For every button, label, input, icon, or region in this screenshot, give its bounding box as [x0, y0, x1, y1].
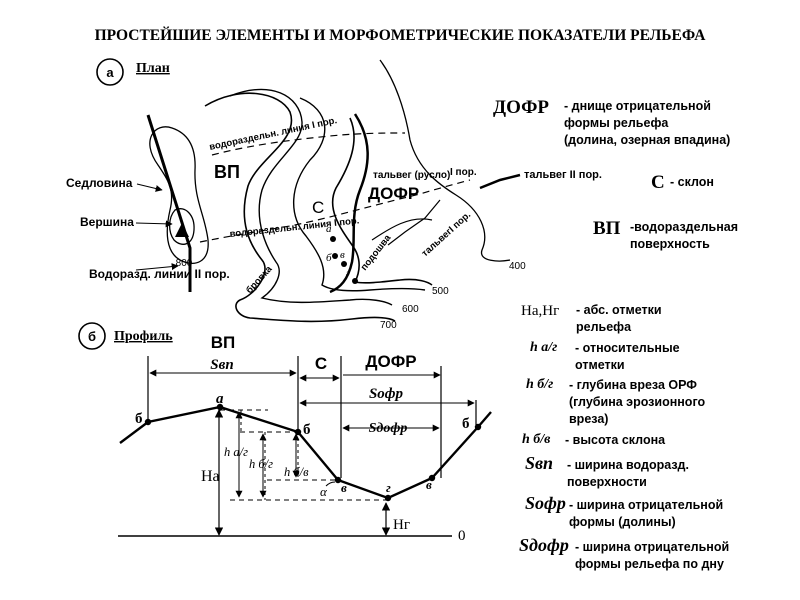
h-bv-label: h б/в — [284, 465, 309, 479]
s-vp-label: Sвп — [210, 357, 233, 373]
contour-400 — [379, 59, 511, 262]
zero-label: 0 — [458, 528, 466, 544]
profile-point-v1 — [334, 476, 342, 484]
divide-i-mid-dashed — [199, 179, 471, 243]
legend-dofr-symbol: ДОФР — [493, 97, 550, 118]
thalweg-i-line — [387, 199, 441, 246]
saddle-label: Седловина — [66, 176, 133, 190]
profile-dofr-label: ДОФР — [365, 352, 416, 371]
divide-i-top-dashed — [211, 132, 406, 156]
summit-arrow — [135, 220, 173, 228]
contour-label-600: 600 — [402, 304, 419, 315]
contour-800-outer — [149, 126, 209, 264]
thalweg2-label: тальвег II пор. — [524, 169, 602, 181]
legend-slope-symbol: С — [651, 172, 665, 193]
legend-svp-symbol: Sвп — [525, 453, 554, 473]
contour-600 — [229, 88, 393, 306]
legend-hag-text: - относительные отметки — [575, 341, 680, 372]
legend-ha-text: - абс. отметки рельефа — [576, 303, 662, 334]
legend-svp-text: - ширина водоразд. поверхности — [567, 458, 689, 489]
profile-label-g: г — [386, 480, 391, 495]
thalweg1-label: тальвегI пор. — [420, 210, 473, 260]
s-dofr-label: Sдофр — [369, 421, 408, 436]
alpha-arc — [325, 481, 336, 487]
legend-slope-text: - склон — [670, 175, 714, 189]
saddle-arrow — [136, 183, 163, 192]
legend-hag-symbol: h а/г — [530, 340, 558, 355]
profile-line — [119, 405, 492, 500]
profile-point-v2 — [428, 474, 436, 482]
legend-hbv-text: - высота склона — [565, 433, 666, 447]
profile-label-v2: в — [426, 477, 432, 492]
plan-slope-label: С — [312, 198, 324, 217]
h-ag-label: h а/г — [224, 445, 248, 459]
legend-hbv-symbol: h б/в — [522, 432, 551, 447]
contour-label-800: 800 — [176, 258, 193, 269]
legend-hbg-symbol: h б/г — [526, 377, 554, 392]
profile-point-b1 — [144, 418, 152, 426]
profile-label-b3: б — [462, 416, 470, 432]
legend-sdofr-text: - ширина отрицательной формы рельефа по … — [575, 540, 730, 571]
contour-brovka — [293, 97, 426, 292]
plan-point-a — [330, 236, 336, 242]
thalweg-river-order: I пор. — [450, 167, 477, 178]
legend-vp-symbol: ВП — [593, 218, 621, 239]
ha-label: Hа — [201, 468, 220, 485]
summit-triangle-icon — [175, 223, 189, 237]
profile-vp-label: ВП — [211, 333, 236, 352]
profile-label-b1: б — [135, 411, 143, 427]
profile-point-b3 — [474, 423, 482, 431]
thalweg-river-label: тальвег (русло) — [373, 170, 450, 181]
plan-vp-label: ВП — [214, 162, 240, 182]
legend-sofr-text: - ширина отрицательной формы (долины) — [569, 498, 724, 529]
plan-point-v — [341, 261, 347, 267]
podoshva-label: подошва — [359, 232, 394, 273]
contour-label-400: 400 — [509, 261, 526, 272]
divide-line-ii — [146, 114, 192, 292]
diagram-title: ПРОСТЕЙШИЕ ЭЛЕМЕНТЫ И МОРФОМЕТРИЧЕСКИЕ П… — [95, 27, 707, 44]
plan-heading: План — [136, 61, 170, 76]
alpha-label: α — [320, 484, 328, 499]
h-bg-label: h б/г — [249, 457, 273, 471]
profile-label-a: а — [216, 391, 224, 407]
plan-marker: а — [106, 65, 114, 80]
contour-700 — [204, 92, 396, 323]
plan-label-b: б — [326, 252, 332, 264]
plan-label-v: в — [340, 249, 345, 261]
contour-500 — [331, 117, 433, 286]
divide2-label: Водоразд. линии II пор. — [89, 267, 230, 281]
profile-marker-circle — [78, 322, 106, 350]
thalweg-ii-segment — [479, 173, 521, 190]
profile-point-a — [216, 403, 224, 411]
plan-label-g: г — [346, 268, 350, 278]
legend-sdofr-symbol: Sдофр — [519, 535, 569, 555]
contour-podoshva — [371, 218, 433, 241]
legend-vp-text: -водораздельная поверхность — [630, 220, 738, 251]
divide2-arrow — [135, 263, 179, 271]
legend-hbg-text: - глубина вреза ОРФ (глубина эрозионного… — [569, 378, 706, 426]
profile-slope-label: С — [315, 354, 327, 373]
legend-ha-symbol: Hа,Hг — [521, 303, 560, 319]
profile-marker: б — [88, 329, 96, 344]
contour-label-700: 700 — [380, 320, 397, 331]
plan-label-a: а — [326, 223, 332, 235]
profile-label-v1: в — [341, 480, 347, 495]
plan-dofr-label: ДОФР — [368, 184, 419, 203]
legend-sofr-symbol: Sофр — [525, 493, 566, 513]
plan-point-b — [332, 253, 338, 259]
s-ofr-label: Sофр — [369, 386, 404, 402]
divide1-top-label: водораздельн. линия I пор. — [208, 115, 338, 153]
legend-dofr-text: - днище отрицательной формы рельефа (дол… — [564, 99, 731, 147]
hg-label: Hг — [393, 517, 410, 533]
profile-label-b2: б — [303, 422, 311, 438]
plan-point-g — [352, 278, 358, 284]
summit-label: Вершина — [80, 215, 134, 229]
profile-heading: Профиль — [114, 329, 173, 344]
thalweg-river — [329, 113, 369, 294]
contour-label-500: 500 — [432, 286, 449, 297]
plan-marker-circle — [96, 58, 124, 86]
divide1-mid-label: водораздельн. линия I пор. — [229, 215, 360, 240]
